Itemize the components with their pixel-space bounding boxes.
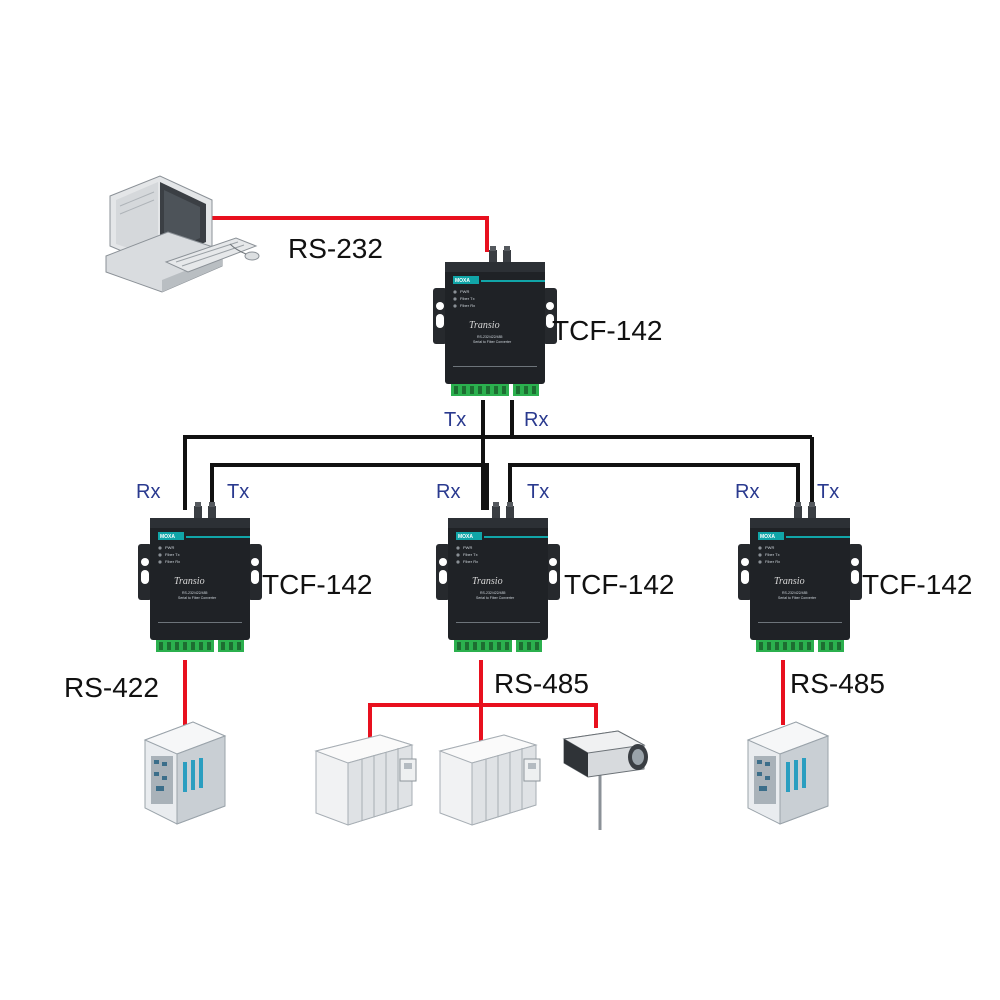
model-line-label: RS-232/422/485 (477, 335, 503, 339)
brand-label: MOXA (160, 534, 175, 540)
converter-right: MOXA PWR Fiber Tx Fiber Rx Transio RS-23… (738, 502, 862, 652)
middle-rx-port-label: Rx (436, 481, 460, 503)
led-power-label: PWR (460, 289, 469, 294)
industrial-cabinet-icon (144, 721, 226, 825)
brand-label: MOXA (455, 278, 470, 284)
led-power-label: PWR (165, 545, 174, 550)
product-label: Transio (472, 576, 503, 587)
model-line-label: RS-232/422/485 (782, 591, 808, 595)
top-converter-label: TCF-142 (552, 315, 662, 346)
top-tx-port-label: Tx (444, 409, 466, 431)
right-converter-label: TCF-142 (862, 569, 972, 600)
fiber-tx-line (183, 400, 485, 510)
converter-left: MOXA PWR Fiber Tx Fiber Rx Transio RS-23… (138, 502, 262, 652)
right-rx-port-label: Rx (735, 481, 759, 503)
product-label: Transio (174, 576, 205, 587)
led-fiber-rx-label: Fiber Rx (765, 559, 780, 564)
led-fiber-rx-label: Fiber Rx (460, 303, 475, 308)
led-fiber-rx-label: Fiber Rx (165, 559, 180, 564)
top-rx-port-label: Rx (524, 409, 548, 431)
led-fiber-tx-label: Fiber Tx (765, 552, 780, 557)
rs485-middle-label: RS-485 (494, 668, 589, 699)
right-tx-port-label: Tx (817, 481, 839, 503)
rs422-label: RS-422 (64, 672, 159, 703)
rs232-cable (205, 216, 489, 252)
model-line-label: RS-232/422/485 (480, 591, 506, 595)
brand-label: MOXA (458, 534, 473, 540)
led-fiber-tx-label: Fiber Tx (460, 296, 475, 301)
left-rx-port-label: Rx (136, 481, 160, 503)
rs485-bus (368, 703, 598, 742)
led-fiber-tx-label: Fiber Tx (165, 552, 180, 557)
rs232-label: RS-232 (288, 233, 383, 264)
product-label: Transio (774, 576, 805, 587)
model-line-label: RS-232/422/485 (182, 591, 208, 595)
fiber-links (183, 400, 814, 510)
fiber-rx-left (210, 463, 489, 510)
industrial-cabinet-icon (747, 721, 829, 825)
middle-converter-label: TCF-142 (564, 569, 674, 600)
converter-top: MOXA PWR Fiber Tx Fiber Rx Transio RS-23… (433, 246, 557, 396)
subtitle-label: Serial to Fiber Converter (178, 596, 217, 600)
rs485-right-label: RS-485 (790, 668, 885, 699)
serial-links (183, 216, 785, 742)
brand-label: MOXA (760, 534, 775, 540)
product-label: Transio (469, 320, 500, 331)
middle-tx-port-label: Tx (527, 481, 549, 503)
fiber-rx-right (508, 463, 800, 510)
controller-rack-icon (439, 734, 541, 826)
controller-rack-icon (315, 734, 417, 826)
left-converter-label: TCF-142 (262, 569, 372, 600)
subtitle-label: Serial to Fiber Converter (778, 596, 817, 600)
converter-middle: MOXA PWR Fiber Tx Fiber Rx Transio RS-23… (436, 502, 560, 652)
desktop-computer-icon (105, 175, 260, 293)
led-power-label: PWR (765, 545, 774, 550)
led-fiber-rx-label: Fiber Rx (463, 559, 478, 564)
led-power-label: PWR (463, 545, 472, 550)
left-tx-port-label: Tx (227, 481, 249, 503)
security-camera-icon (562, 730, 648, 830)
led-fiber-tx-label: Fiber Tx (463, 552, 478, 557)
subtitle-label: Serial to Fiber Converter (476, 596, 515, 600)
subtitle-label: Serial to Fiber Converter (473, 340, 512, 344)
